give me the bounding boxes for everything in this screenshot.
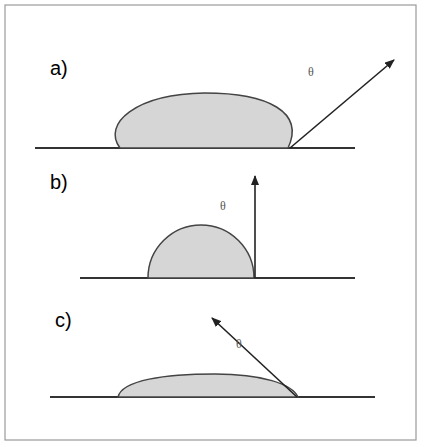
droplet — [115, 93, 292, 148]
droplet — [118, 374, 298, 397]
droplet — [148, 225, 254, 278]
angle-symbol: θ — [236, 338, 242, 350]
panel-label: a) — [50, 58, 68, 78]
tangent-arrow — [290, 60, 394, 148]
panel-label: c) — [55, 310, 72, 330]
tangent-arrow — [212, 318, 297, 397]
angle-symbol: θ — [220, 200, 226, 212]
tangent-arrow — [254, 176, 256, 278]
frame — [5, 5, 416, 440]
angle-symbol: θ — [308, 66, 314, 78]
panel-label: b) — [50, 172, 68, 192]
